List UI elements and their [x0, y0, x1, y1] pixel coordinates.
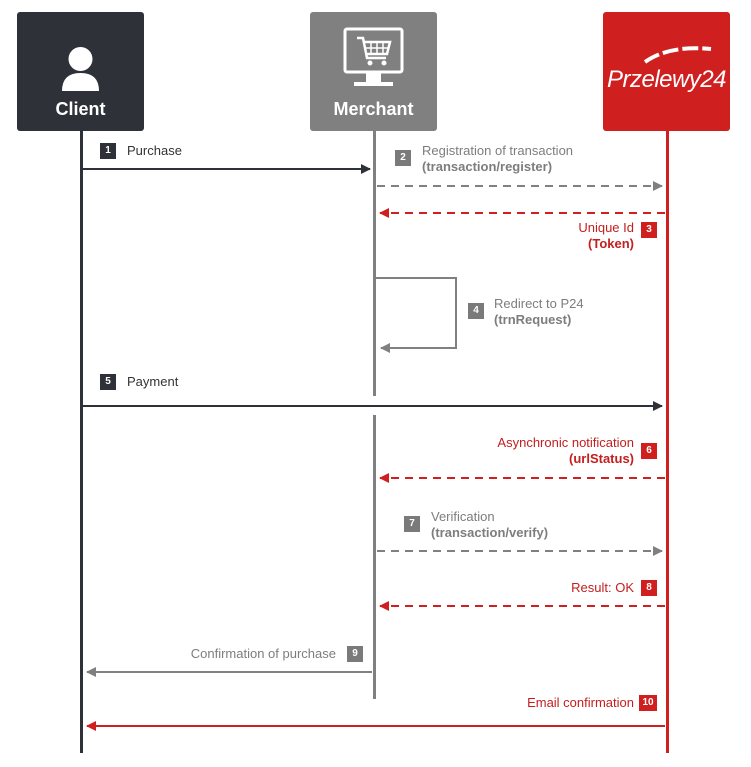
step-4-badge: 4 [468, 303, 484, 319]
step-9-badge: 9 [347, 646, 363, 662]
step-5-label: Payment [127, 374, 178, 390]
user-icon [62, 47, 99, 91]
step-10-label: Email confirmation [527, 695, 634, 711]
arrow-4-redirect [376, 277, 457, 353]
przelewy24-actor-box: Przelewy24 [603, 12, 730, 131]
client-actor-box: Client [17, 12, 144, 131]
step-10-text: Email confirmation [527, 695, 634, 710]
step-3-token: (Token) [588, 236, 634, 251]
step-8-text: Result: OK [571, 580, 634, 595]
step-2-badge: 2 [395, 150, 411, 166]
step-4-text: Redirect to P24 [494, 296, 584, 311]
step-6-text: Asynchronic notification [497, 435, 634, 450]
step-6-label: Asynchronic notification (urlStatus) [497, 435, 634, 467]
step-5-badge: 5 [100, 374, 116, 390]
step-3-label: Unique Id (Token) [578, 220, 634, 252]
step-1-text: Purchase [127, 143, 182, 158]
client-label: Client [55, 99, 106, 119]
step-7-text: Verification [431, 509, 495, 524]
merchant-actor-box: Merchant [310, 12, 437, 131]
step-10-badge: 10 [639, 695, 657, 711]
merchant-lifeline-lower [373, 415, 376, 699]
step-2-label: Registration of transaction (transaction… [422, 143, 573, 175]
step-6-badge: 6 [641, 443, 657, 459]
przelewy24-logo-arc [643, 46, 712, 64]
shopping-cart-monitor-icon [343, 27, 404, 86]
step-2-text: Registration of transaction [422, 143, 574, 158]
step-4-endpoint: (trnRequest) [494, 312, 572, 327]
step-9-text: Confirmation of purchase [190, 646, 336, 661]
step-6-endpoint: (urlStatus) [569, 451, 634, 466]
step-8-badge: 8 [641, 580, 657, 596]
step-7-endpoint: (transaction/verify) [431, 525, 549, 540]
client-lifeline [80, 131, 83, 753]
step-3-text: Unique Id [578, 220, 634, 235]
step-3-badge: 3 [641, 222, 657, 238]
step-9-label: Confirmation of purchase [191, 646, 336, 662]
step-1-label: Purchase [127, 143, 182, 159]
step-8-label: Result: OK [571, 580, 634, 596]
merchant-lifeline-upper [373, 131, 376, 396]
merchant-label: Merchant [333, 99, 414, 119]
step-5-text: Payment [127, 374, 179, 389]
step-1-badge: 1 [100, 143, 116, 159]
p24-lifeline [666, 131, 669, 753]
przelewy24-logo: Przelewy24 [606, 66, 727, 93]
step-4-label: Redirect to P24 (trnRequest) [494, 296, 584, 328]
step-7-badge: 7 [404, 516, 420, 532]
step-7-label: Verification (transaction/verify) [431, 509, 548, 541]
step-2-endpoint: (transaction/register) [422, 159, 553, 174]
